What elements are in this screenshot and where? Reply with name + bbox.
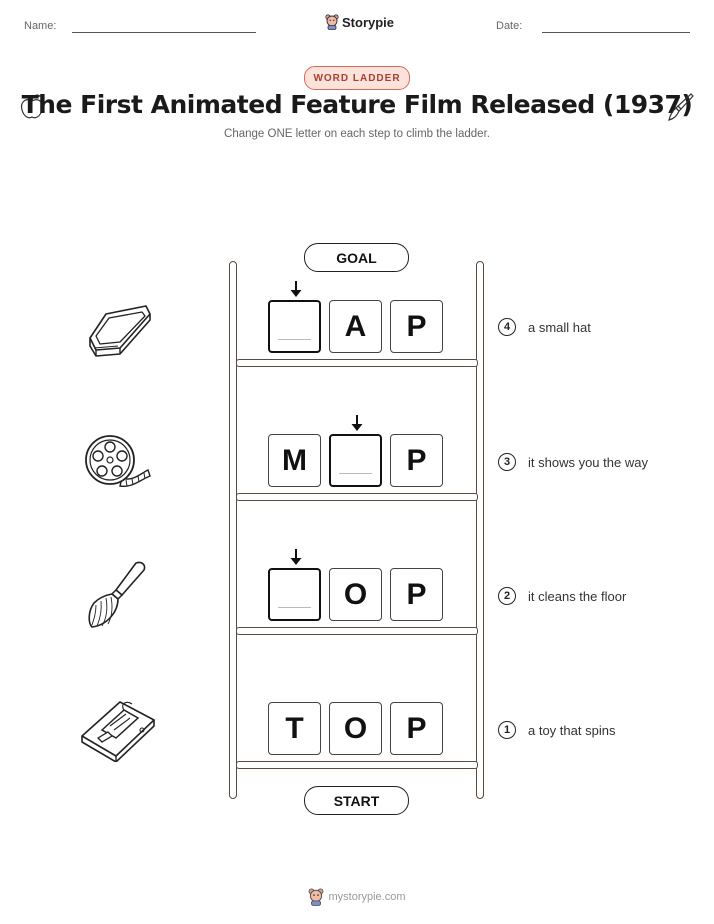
letter-tile-blank[interactable] <box>268 568 321 621</box>
down-arrow-icon <box>350 414 364 432</box>
ladder-rung <box>236 627 478 635</box>
bear-icon <box>325 14 339 30</box>
letter-tile: O <box>329 702 382 755</box>
step-clue: a toy that spins <box>528 723 616 738</box>
letter-tile: A <box>329 300 382 353</box>
brush-icon <box>88 561 146 628</box>
film-reel-icon <box>85 435 151 488</box>
ladder-rail-left <box>229 261 237 799</box>
date-label: Date: <box>496 20 523 32</box>
ladder-rail-right <box>476 261 484 799</box>
down-arrow-icon <box>289 280 303 298</box>
footer: mystorypie.com <box>0 888 714 906</box>
step-number: 4 <box>498 318 516 336</box>
letter-tile: P <box>390 568 443 621</box>
bear-icon <box>309 888 324 906</box>
letter-tile-blank[interactable] <box>268 300 321 353</box>
page-title: The First Animated Feature Film Released… <box>21 90 693 119</box>
word-ladder-badge: WORD LADDER <box>304 66 410 90</box>
letter-tile: O <box>329 568 382 621</box>
letter-tile: P <box>390 702 443 755</box>
name-label: Name: <box>24 20 57 32</box>
step-clue: it cleans the floor <box>528 589 627 604</box>
paintbrush-icon <box>668 93 694 121</box>
down-arrow-icon <box>289 548 303 566</box>
letter-tile: P <box>390 434 443 487</box>
letter-tile-blank[interactable] <box>329 434 382 487</box>
step-number: 2 <box>498 587 516 605</box>
mousetrap-icon <box>81 701 155 762</box>
step-number: 1 <box>498 721 516 739</box>
step-number: 3 <box>498 453 516 471</box>
brand-name: Storypie <box>342 14 395 30</box>
letter-tile: T <box>268 702 321 755</box>
date-line[interactable] <box>542 32 690 33</box>
ladder-rung <box>236 359 478 367</box>
step-clue: it shows you the way <box>528 455 648 470</box>
name-line[interactable] <box>72 32 256 33</box>
brand-logo: Storypie <box>325 14 394 30</box>
apple-icon <box>20 94 44 119</box>
letter-tile: M <box>268 434 321 487</box>
letter-tile: P <box>390 300 443 353</box>
footer-url[interactable]: mystorypie.com <box>328 891 406 903</box>
goal-label: GOAL <box>304 243 409 272</box>
instructions: Change ONE letter on each step to climb … <box>224 128 490 140</box>
start-label: START <box>304 786 409 815</box>
step-clue: a small hat <box>528 320 591 335</box>
ladder-rung <box>236 493 478 501</box>
coffin-icon <box>89 305 151 357</box>
ladder-rung <box>236 761 478 769</box>
